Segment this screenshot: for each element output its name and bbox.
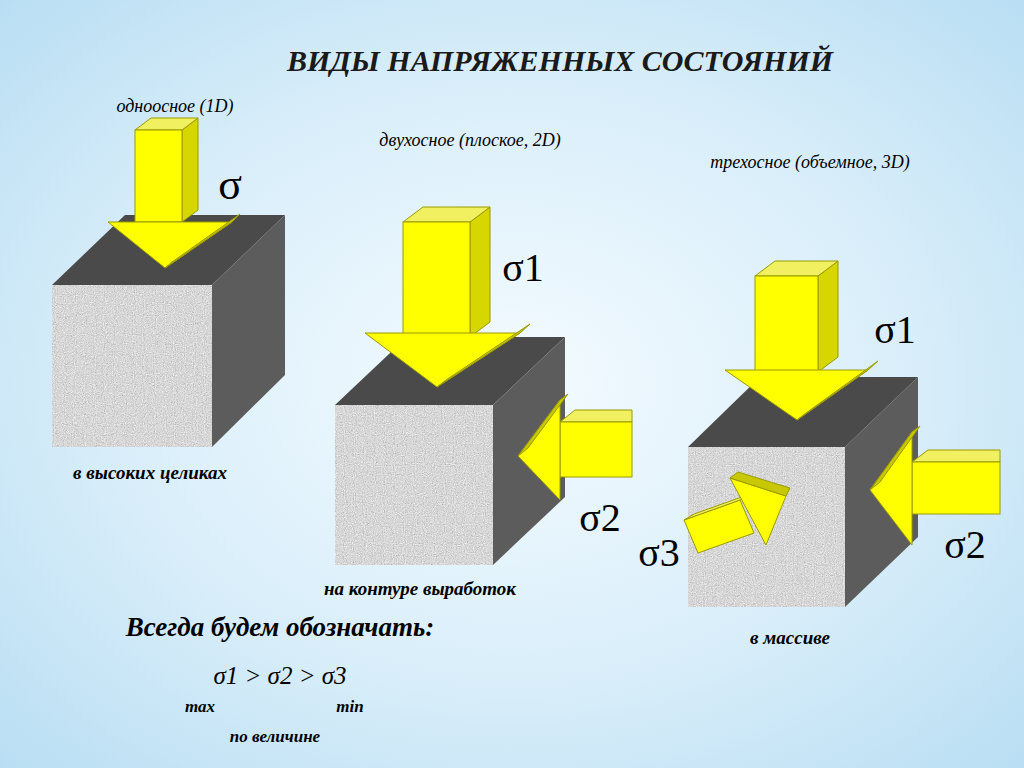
state-name: трехосное (объемное, 3D): [700, 152, 920, 173]
rock-cube: [52, 215, 285, 447]
note: Всегда будем обозначать:: [70, 612, 490, 643]
location-note: на контуре выработок: [270, 578, 570, 600]
note: max: [165, 697, 235, 717]
stress-order: σ1 > σ2 > σ3: [160, 662, 400, 691]
stress-symbol: σ2: [565, 495, 635, 541]
stress-symbol: σ1: [860, 307, 930, 353]
note: min: [315, 697, 385, 717]
location-note: в массиве: [715, 627, 865, 649]
stress-arrow: [518, 394, 632, 500]
stress-arrow: [365, 207, 530, 387]
stress-arrow: [684, 472, 790, 553]
note: по величине: [180, 727, 370, 747]
stress-symbol: σ2: [930, 522, 1000, 568]
stress-symbol: σ3: [624, 530, 694, 576]
title: ВИДЫ НАПРЯЖЕННЫХ СОСТОЯНИЙ: [200, 44, 920, 79]
stress-symbol: σ: [205, 160, 255, 211]
state-name: одноосное (1D): [70, 96, 280, 117]
stress-symbol: σ1: [488, 245, 558, 291]
stress-arrow: [725, 261, 878, 420]
state-name: двухосное (плоское, 2D): [370, 130, 570, 151]
location-note: в высоких целиках: [30, 462, 270, 484]
